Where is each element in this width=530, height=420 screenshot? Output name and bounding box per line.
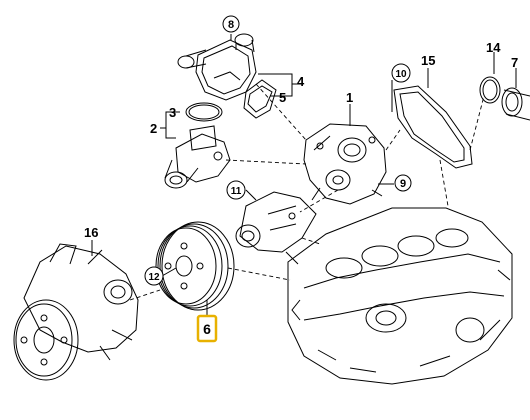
seal-ring-part-14	[479, 76, 501, 104]
callout-1: 1	[346, 90, 353, 105]
svg-text:10: 10	[395, 69, 407, 80]
callout-16: 16	[84, 225, 98, 240]
gasket-part-15	[393, 85, 473, 169]
pulley-part-6	[155, 221, 235, 311]
assembly-lines	[129, 83, 485, 301]
callout-9: 9	[394, 174, 412, 192]
callout-11: 11	[226, 180, 246, 200]
callout-10: 10	[391, 63, 411, 83]
callout-14: 14	[486, 40, 501, 55]
highlight-box	[196, 314, 218, 343]
bracket-part-11	[235, 191, 317, 265]
svg-text:11: 11	[231, 186, 242, 197]
callout-15: 15	[421, 53, 435, 68]
hose-fitting-part-7	[501, 87, 530, 121]
callout-8: 8	[222, 15, 240, 33]
gasket-part-15-inner	[399, 91, 465, 163]
leader-lines	[91, 34, 517, 316]
svg-text:6: 6	[203, 321, 211, 337]
callout-7: 7	[511, 55, 518, 70]
pump-assembly-part-16	[13, 243, 139, 381]
callout-5: 5	[279, 90, 286, 105]
svg-text:8: 8	[228, 19, 234, 31]
callout-4: 4	[297, 74, 305, 89]
callout-3: 3	[169, 105, 176, 120]
gasket-part-5	[243, 79, 277, 119]
callout-12: 12	[144, 266, 164, 286]
thermostat-housing-lower	[164, 125, 231, 189]
callout-2: 2	[150, 121, 157, 136]
svg-text:12: 12	[148, 272, 160, 283]
o-ring-part-3	[185, 102, 223, 122]
callout-6-highlight[interactable]: 6	[196, 314, 218, 343]
thermostat-housing-cover	[177, 33, 257, 101]
engine-block	[287, 207, 513, 385]
o-ring-part-3-inner	[188, 104, 220, 120]
water-pump-part-1	[303, 123, 387, 205]
svg-text:9: 9	[400, 178, 406, 190]
